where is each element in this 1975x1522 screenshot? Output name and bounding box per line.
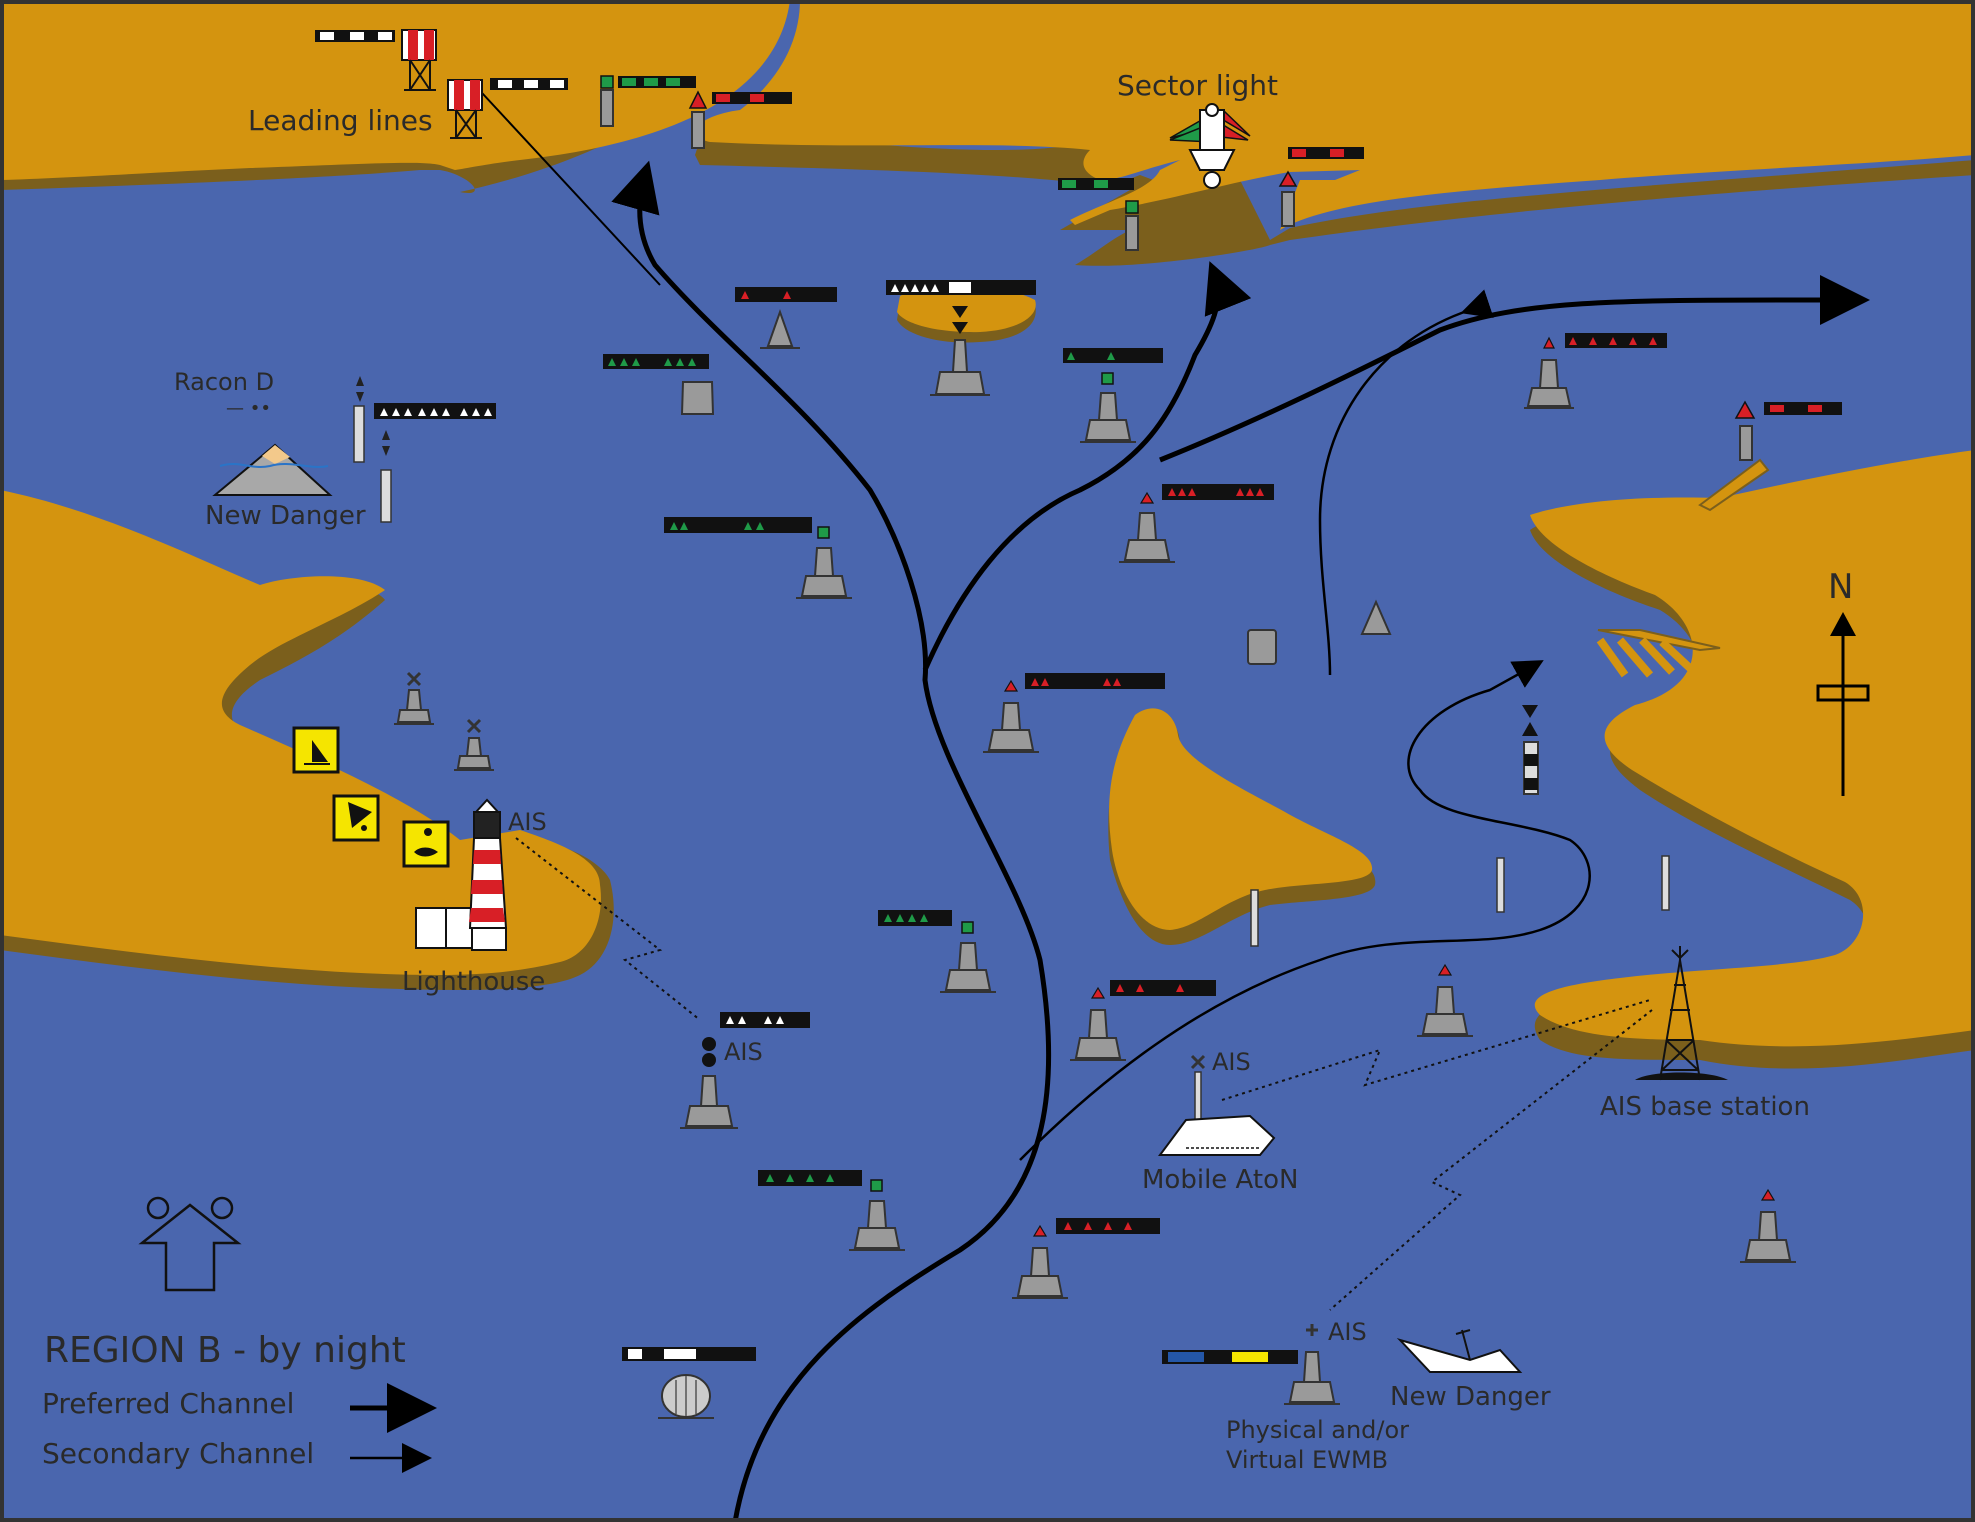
mobile-aton-label: Mobile AtoN [1142, 1165, 1298, 1195]
secondary-channel-routes [1019, 289, 1591, 1161]
racon-label: Racon D [174, 368, 274, 396]
ewmb-label-line2: Virtual EWMB [1226, 1446, 1388, 1474]
ais-isolated-buoy: AIS [680, 1012, 810, 1129]
green-pillar-buoy-lower [758, 1170, 905, 1251]
region-house-icon [138, 1196, 242, 1292]
red-pillar-buoy-mid [1119, 484, 1274, 563]
north-label: N [1828, 567, 1853, 607]
racon-new-danger: Racon D — •• New Danger [174, 368, 496, 531]
spar-buoy-1 [1250, 889, 1259, 947]
north-arrow: N [1816, 567, 1870, 796]
green-pillar-buoy-top [1063, 348, 1163, 443]
small-island [897, 285, 1036, 333]
red-pillar-buoy-east [1417, 963, 1473, 1037]
red-pillar-buoy-centre [983, 673, 1165, 753]
lighthouse: AIS Lighthouse [402, 798, 701, 1021]
preferred-route-main [611, 160, 1052, 1522]
land-top-right-shadow [695, 128, 1975, 266]
red-pillar-buoy-lower [1012, 1218, 1160, 1299]
land-top-left [0, 0, 790, 180]
base-ewmb-ais-link [1329, 1009, 1653, 1311]
safe-water-buoy [622, 1347, 756, 1419]
land-masses [0, 0, 1975, 1069]
preferred-route-east [922, 261, 1252, 672]
new-danger-mountain [212, 443, 333, 496]
mobile-ais-link [1221, 999, 1651, 1101]
wreck-new-danger: New Danger [1390, 1329, 1551, 1412]
green-beacon-post [600, 89, 614, 127]
ewmb-label-line1: Physical and/or [1226, 1416, 1409, 1444]
secondary-route-south [1019, 660, 1591, 1161]
sector-light: Sector light [1058, 69, 1364, 251]
can-buoy-centre [1247, 629, 1277, 665]
lighthouse-ais-label: AIS [508, 808, 547, 836]
red-topmark [688, 90, 708, 109]
jetty-right [1596, 629, 1721, 678]
cardinal-beacon-east [1522, 705, 1539, 795]
spar-buoy-3 [1661, 855, 1670, 911]
mobile-aton: AIS Mobile AtoN [1142, 999, 1651, 1195]
preferred-route-east2 [1159, 275, 1870, 463]
emergency-wreck-mark-2 [382, 430, 390, 456]
racon-morse: — •• [226, 398, 271, 419]
special-marks-west [394, 671, 494, 771]
leading-lines: Leading lines [248, 29, 661, 286]
ewmb-ais-label: AIS [1328, 1318, 1367, 1346]
preferred-channel-routes [611, 160, 1870, 1522]
red-pier-beacon-right [1698, 400, 1842, 512]
spar-buoy-2 [1496, 857, 1505, 913]
land-right [1530, 450, 1975, 1047]
sector-light-label: Sector light [1117, 69, 1278, 102]
ais-buoy-label: AIS [724, 1038, 763, 1066]
red-pillar-buoy-top-right [1524, 333, 1667, 409]
green-pillar-buoy-mid [664, 517, 852, 599]
mobile-aton-ais-label: AIS [1212, 1048, 1251, 1076]
secondary-route-north [1318, 289, 1494, 676]
conical-buoy-centre [1360, 599, 1392, 635]
red-light-buoy-top [735, 287, 837, 349]
harbour-entrance-beacons [600, 75, 792, 149]
leading-lines-label: Leading lines [248, 104, 433, 137]
ais-base-station: AIS base station [1329, 946, 1810, 1311]
lighthouse-ais-link [515, 837, 701, 1021]
green-topmark [600, 75, 614, 89]
red-beacon-post [691, 111, 705, 149]
legend-preferred: Preferred Channel [42, 1387, 294, 1420]
emergency-wreck-mark-1 [356, 376, 364, 402]
lighthouse-lantern [473, 811, 501, 839]
mobile-aton-hull [1158, 1114, 1276, 1156]
green-light-bar-top-left [603, 354, 715, 415]
new-danger-wreck-label: New Danger [1390, 1382, 1551, 1412]
legend: REGION B - by night Preferred Channel Se… [42, 1196, 437, 1473]
red-pillar-buoy-south-east [1740, 1188, 1796, 1263]
land-left [0, 490, 601, 975]
wreck-icon [1396, 1338, 1523, 1373]
leading-line [469, 79, 661, 286]
pier-red-light-bar [1288, 147, 1364, 159]
land-top-right [695, 0, 1975, 230]
isolated-danger-buoy [886, 280, 1036, 396]
legend-title: REGION B - by night [44, 1330, 406, 1371]
central-island [1109, 708, 1373, 930]
hazard-signs [292, 726, 450, 868]
new-danger-top-label: New Danger [205, 501, 366, 531]
legend-secondary: Secondary Channel [42, 1437, 314, 1470]
ais-base-station-label: AIS base station [1600, 1092, 1810, 1122]
ewmb: AIS Physical and/or Virtual EWMB [1162, 1318, 1409, 1474]
buoys: AIS Lighthouse AIS [292, 280, 1842, 1419]
red-pillar-buoy-lower-centre [1070, 980, 1216, 1061]
green-pillar-buoy-lower-mid [878, 910, 996, 993]
lighthouse-label: Lighthouse [402, 967, 545, 997]
